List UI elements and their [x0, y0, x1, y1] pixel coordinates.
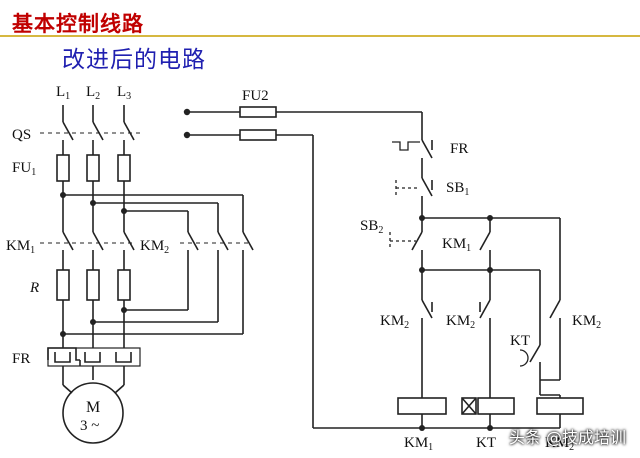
label-L3: L3: [117, 84, 131, 102]
watermark: 头条 @技成培训: [508, 428, 626, 447]
label-L2: L2: [86, 84, 100, 102]
motor-phase: 3 ~: [80, 418, 99, 434]
label-KM1-aux: KM1: [442, 236, 471, 254]
label-L1: L1: [56, 84, 70, 102]
label-FR-main: FR: [12, 351, 30, 367]
coil-label-KT: KT: [476, 435, 496, 451]
label-KM2-a: KM2: [380, 313, 409, 331]
label-QS: QS: [12, 127, 31, 143]
label-FU2: FU2: [242, 88, 269, 104]
page-title: 基本控制线路: [12, 12, 144, 36]
label-FU1: FU1: [12, 160, 36, 178]
label-FR-ctrl: FR: [450, 141, 468, 157]
label-KM2-main: KM2: [140, 238, 169, 256]
main-circuit-wiring: [40, 105, 254, 444]
control-junction-dots: [183, 108, 493, 431]
label-KM2-c: KM2: [572, 313, 601, 331]
component-labels: L1 L2 L3 QS FU1 KM1 KM2 R FR M 3 ~ FU2 F…: [6, 84, 601, 453]
label-KM1-main: KM1: [6, 238, 35, 256]
label-SB1: SB1: [446, 180, 469, 198]
coil-label-KM1: KM1: [404, 435, 433, 453]
coil-label-KM2: KM2: [545, 435, 574, 453]
motor-label: M: [86, 399, 100, 416]
label-KT: KT: [510, 333, 530, 349]
label-KM2-b: KM2: [446, 313, 475, 331]
main-junction-dots: [60, 192, 127, 337]
label-R: R: [29, 280, 39, 296]
label-SB2: SB2: [360, 218, 383, 236]
control-circuit-wiring: [187, 106, 584, 429]
page-subtitle: 改进后的电路: [62, 47, 206, 73]
